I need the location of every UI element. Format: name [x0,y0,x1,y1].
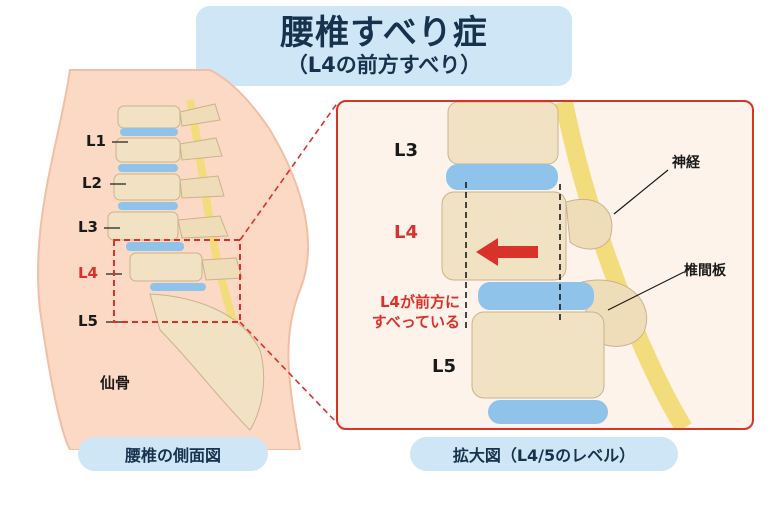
disc-l3-l4-zoom [446,164,558,190]
title-banner: 腰椎すべり症 （L4の前方すべり） [196,6,572,86]
slip-note-line-2: すべっている [371,313,460,332]
vertebra-l5-zoom [471,311,605,399]
page-subtitle: （L4の前方すべり） [286,52,482,77]
caption-magnified-view: 拡大図（L4/5のレベル） [410,437,678,471]
disc-l3-l4 [118,202,178,210]
label-nerve: 神経 [672,155,700,171]
disc-leader-line [607,271,685,311]
label-l5: L5 [78,312,98,330]
sacrum-bone [149,293,265,431]
label-l4: L4 [78,264,98,282]
disc-l5-s1 [150,283,206,291]
label-l3: L3 [78,218,98,236]
label-l2: L2 [82,174,102,192]
disc-l2-l3 [118,164,178,172]
nerve-leader-line [613,169,669,215]
caption-lateral-view: 腰椎の側面図 [78,437,268,471]
vertebra-l2 [115,137,223,163]
zoom-label-l3: L3 [394,140,418,161]
vertebra-l3-zoom [447,102,559,165]
label-disc: 椎間板 [684,263,726,279]
disc-l4-l5-zoom [478,282,594,310]
disc-l4-l5 [126,242,184,251]
lateral-view-panel: L1 L2 L3 L4 L5 仙骨 [0,60,330,450]
disc-l1-l2 [120,128,178,136]
disc-l5-s1-zoom [488,400,608,424]
page-title: 腰椎すべり症 [280,12,488,53]
label-sacrum: 仙骨 [100,374,131,392]
highlight-box-l4-l5 [113,239,241,323]
zoom-label-l4: L4 [394,222,418,243]
lateral-spine-illustration [37,69,310,450]
magnified-view-panel: L3 L4 L5 L4が前方に すべっている 神経 椎間板 [336,100,754,430]
vertebra-l5 [129,252,243,282]
magnified-spine-illustration [441,102,692,428]
arrow-left-icon [476,238,538,266]
label-l1: L1 [86,132,106,150]
vertebra-l1 [117,103,221,129]
vertebra-l4 [107,211,229,241]
slip-note: L4が前方に すべっている [340,292,460,333]
vertebra-l4-zoom [441,191,567,281]
facet-joint-l4 [565,198,613,250]
slip-note-line-1: L4が前方に [380,293,460,311]
vertebra-l3 [113,173,225,201]
zoom-label-l5: L5 [432,356,456,377]
